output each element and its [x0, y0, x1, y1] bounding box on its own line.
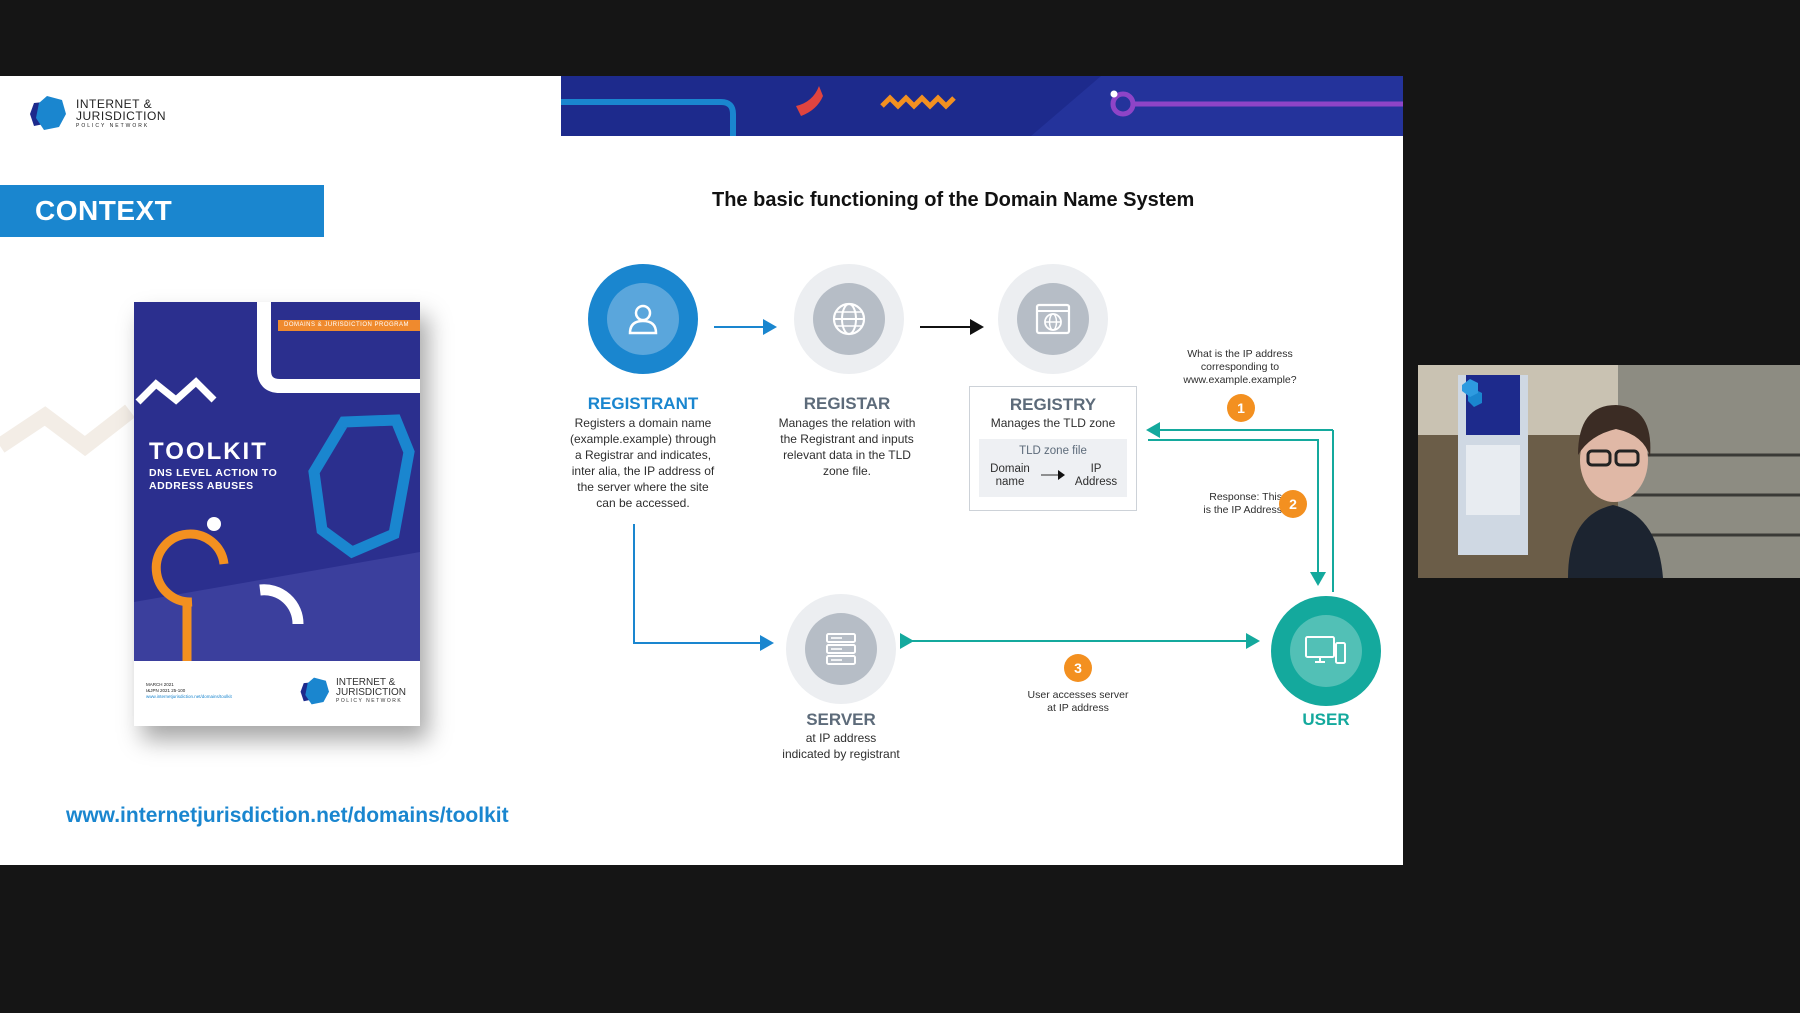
tld-zone-file-label: TLD zone file: [1019, 445, 1087, 457]
book-meta-line3: www.internetjurisdiction.net/domains/too…: [146, 694, 232, 699]
user-node: [1271, 596, 1381, 706]
book-logo: INTERNET & JURISDICTION POLICY NETWORK: [297, 676, 406, 706]
step1-text: What is the IP address corresponding to …: [1183, 348, 1297, 386]
book-hexagon-logo-icon: [300, 677, 329, 705]
server-description: at IP address indicated by registrant: [782, 731, 900, 761]
logo-line2: JURISDICTION: [76, 108, 166, 123]
server-node: [786, 594, 896, 704]
decorative-banner: [561, 76, 1403, 136]
book-logo-line1: INTERNET &: [336, 677, 396, 688]
book-meta-line2: I&JPN 2021 25-100: [146, 688, 186, 693]
ijpn-logo: INTERNET & JURISDICTION POLICY NETWORK: [26, 94, 166, 132]
book-program-badge: DOMAINS & JURISDICTION PROGRAM: [278, 320, 420, 331]
book-meta: MARCH 2021 I&JPN 2021 25-100 www.interne…: [146, 682, 232, 700]
devices-icon: [1290, 615, 1362, 687]
registrant-label: REGISTRANT: [587, 394, 699, 413]
speaker-video-image: [1418, 365, 1800, 578]
arrow-registry-to-user: [1148, 439, 1326, 586]
registry-node: [998, 264, 1108, 374]
diagram-connectors: [633, 319, 1334, 651]
book-logo-line2: JURISDICTION: [336, 687, 406, 698]
step2-text: Response: This is the IP Address: [1203, 491, 1282, 516]
logo-line1: INTERNET &: [76, 96, 153, 111]
book-title: TOOLKIT: [149, 438, 268, 465]
faint-zigzag-decoration: [0, 404, 135, 457]
step3-text: User accesses server at IP address: [1027, 689, 1129, 714]
registar-label: REGISTAR: [803, 394, 891, 413]
tld-zone-file-box: TLD zone file Domain name IP Address: [979, 439, 1127, 497]
book-logo-line3: POLICY NETWORK: [336, 698, 403, 704]
step1-badge: 1: [1227, 394, 1255, 422]
ip-address-label: IP Address: [1074, 463, 1118, 488]
registry-box: REGISTRY Manages the TLD zone TLD zone f…: [969, 386, 1137, 511]
presentation-slide: INTERNET & JURISDICTION POLICY NETWORK C…: [0, 76, 1403, 865]
book-meta-line1: MARCH 2021: [146, 682, 174, 687]
hexagon-logo-icon: [30, 96, 66, 130]
user-label: USER: [1302, 710, 1350, 729]
registrant-node: [588, 264, 698, 374]
domain-name-label: Domain name: [990, 463, 1030, 488]
step3-badge: 3: [1064, 654, 1092, 682]
registry-description: Manages the TLD zone: [990, 416, 1116, 430]
registar-description: Manages the relation with the Registrant…: [778, 416, 916, 478]
logo-line3: POLICY NETWORK: [76, 122, 150, 129]
arrow-registrant-to-server: [633, 524, 774, 651]
speaker-video-tile[interactable]: [1418, 365, 1800, 578]
toolkit-book-cover: DOMAINS & JURISDICTION PROGRAM TOOLKIT D…: [134, 302, 420, 726]
server-icon: [805, 613, 877, 685]
registry-label: REGISTRY: [1009, 395, 1097, 414]
browser-globe-icon: [1017, 283, 1089, 355]
diagram-title: The basic functioning of the Domain Name…: [712, 189, 1195, 211]
registar-node: [794, 264, 904, 374]
server-label: SERVER: [806, 710, 876, 729]
toolkit-url-link[interactable]: www.internetjurisdiction.net/domains/too…: [66, 804, 509, 827]
zone-arrow-icon: [1041, 470, 1065, 480]
book-footer: MARCH 2021 I&JPN 2021 25-100 www.interne…: [134, 661, 420, 726]
person-icon: [607, 283, 679, 355]
globe-icon: [813, 283, 885, 355]
book-subtitle: DNS LEVEL ACTION TO ADDRESS ABUSES: [149, 467, 278, 492]
step2-badge: 2: [1279, 490, 1307, 518]
context-heading: CONTEXT: [0, 185, 324, 237]
registrant-description: Registers a domain name (example.example…: [569, 416, 717, 510]
